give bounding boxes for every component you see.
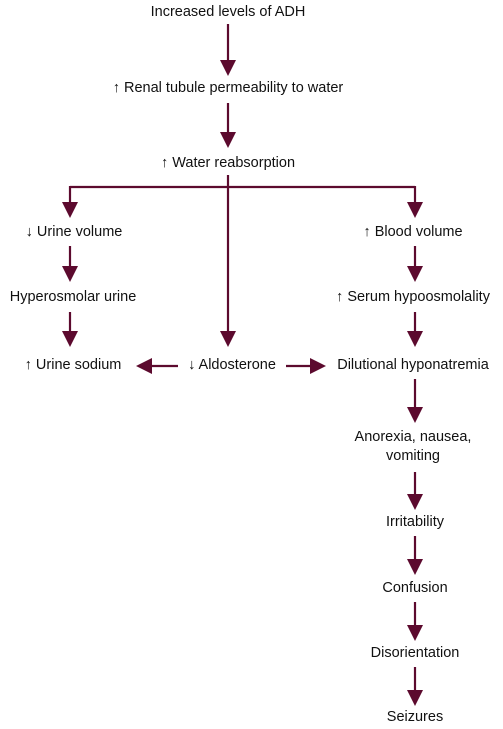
arrowhead-anorexia-irritability bbox=[407, 494, 423, 510]
arrowhead-confusion-disorientation bbox=[407, 625, 423, 641]
node-hyperosmolar: Hyperosmolar urine bbox=[9, 289, 137, 305]
node-dilutional: Dilutional hyponatremia bbox=[337, 357, 489, 373]
arrowhead-irritability-confusion bbox=[407, 559, 423, 575]
arrowhead-hyperosmolar-urine-sodium bbox=[62, 331, 78, 347]
arrowhead-reabsorption-aldosterone bbox=[220, 331, 236, 347]
node-hypoosmolality: ↑ Serum hypoosmolality bbox=[336, 289, 490, 305]
arrowhead-dilutional-anorexia bbox=[407, 407, 423, 423]
arrowhead-reabsorption-blood-volume bbox=[407, 202, 423, 218]
arrowhead-adh-permeability bbox=[220, 60, 236, 76]
arrowhead-disorientation-seizures bbox=[407, 690, 423, 706]
arrowhead-permeability-reabsorption bbox=[220, 132, 236, 148]
node-urine-sodium: ↑ Urine sodium bbox=[24, 357, 122, 373]
arrowhead-aldosterone-dilutional bbox=[310, 358, 326, 374]
node-irritability: Irritability bbox=[385, 514, 445, 530]
arrowhead-hypoosmolality-dilutional bbox=[407, 331, 423, 347]
node-disorientation: Disorientation bbox=[370, 645, 460, 661]
node-confusion: Confusion bbox=[382, 580, 448, 596]
node-reabsorption: ↑ Water reabsorption bbox=[160, 155, 296, 171]
node-aldosterone: ↓ Aldosterone bbox=[188, 357, 276, 373]
arrowhead-aldosterone-urine-sodium bbox=[136, 358, 152, 374]
arrowhead-reabsorption-urine-volume bbox=[62, 202, 78, 218]
node-adh: Increased levels of ADH bbox=[150, 4, 306, 20]
node-anorexia: Anorexia, nausea, vomiting bbox=[354, 429, 472, 464]
arrowhead-blood-volume-hypoosmolality bbox=[407, 266, 423, 282]
node-urine-volume: ↓ Urine volume bbox=[25, 224, 123, 240]
node-seizures: Seizures bbox=[386, 709, 444, 725]
node-permeability: ↑ Renal tubule permeability to water bbox=[112, 80, 344, 96]
node-blood-volume: ↑ Blood volume bbox=[363, 224, 463, 240]
arrowhead-urine-volume-hyperosmolar bbox=[62, 266, 78, 282]
